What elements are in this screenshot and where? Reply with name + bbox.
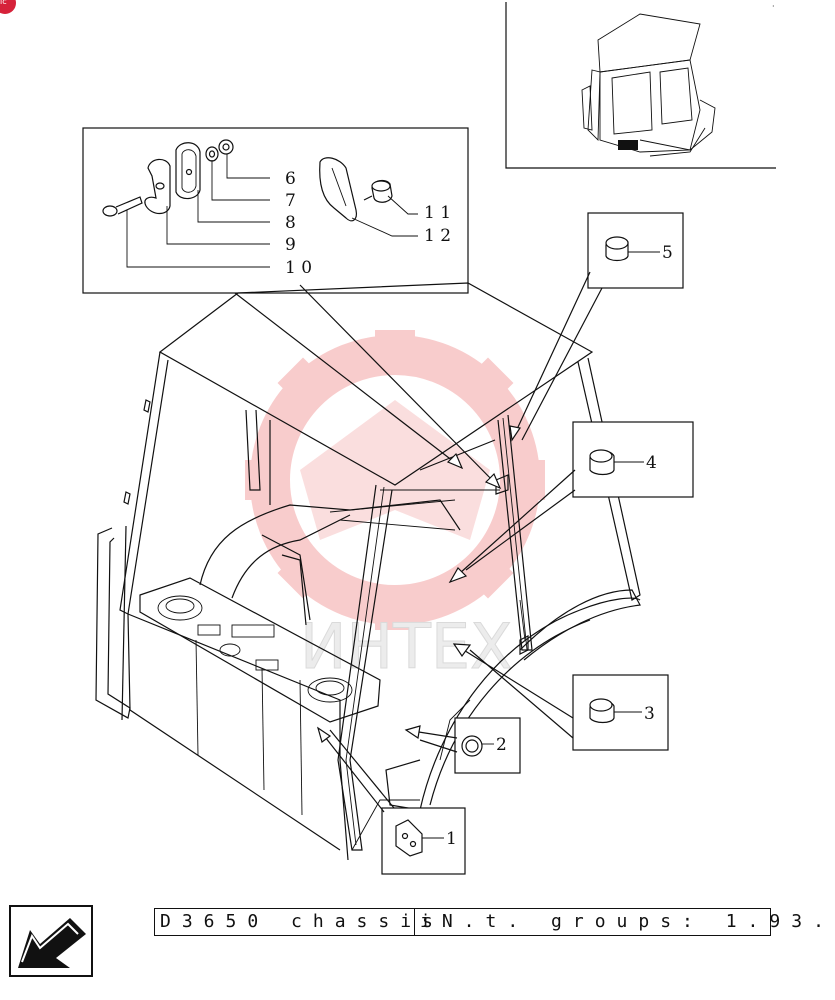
callout-2: 2 <box>496 735 507 755</box>
footer-groups-text: iN.t. groups: 1.93. <box>420 911 835 932</box>
callout-box-2 <box>404 717 521 774</box>
callout-box-5 <box>509 212 684 442</box>
callout-9: 9 <box>285 235 296 255</box>
thumbnail-cab-view <box>505 2 776 169</box>
callout-8: 8 <box>285 213 296 233</box>
corner-mark: · <box>772 2 775 11</box>
watermark-text: ИНТЕХ <box>300 610 513 683</box>
bushing-icon <box>363 179 393 203</box>
callout-box-4 <box>448 421 694 584</box>
callout-3: 3 <box>644 704 655 724</box>
callout-box-1 <box>316 726 466 875</box>
footer-model-text: D3650 chassis <box>160 911 444 932</box>
logo-badge-text: ic <box>0 0 7 6</box>
cab-exploded-diagram: ИНТЕХ <box>9 2 776 977</box>
hook-bracket-icon <box>144 158 171 215</box>
gasket-icon <box>175 142 201 200</box>
callout-6: 6 <box>285 169 296 189</box>
arrow-left-down-icon[interactable] <box>9 905 93 977</box>
callout-5: 5 <box>662 243 673 263</box>
callout-12: 1 2 <box>424 226 451 246</box>
callout-7: 7 <box>285 191 296 211</box>
nut-icon <box>218 139 234 155</box>
callout-11: 1 1 <box>424 203 451 223</box>
cab-drawing <box>95 282 641 861</box>
parts-inset-box <box>82 127 469 294</box>
inset-leader-arrows <box>234 284 502 490</box>
callout-4: 4 <box>646 453 657 473</box>
mirror-bracket-icon <box>319 157 357 222</box>
watermark-gear-icon <box>245 330 545 630</box>
callout-10: 1 0 <box>285 258 312 278</box>
callout-1: 1 <box>446 829 457 849</box>
washer-icon <box>205 146 219 162</box>
screw-icon <box>102 196 143 217</box>
callout-box-3 <box>452 643 669 751</box>
logo-badge: ic <box>0 0 16 14</box>
footer-info-bar <box>154 908 771 936</box>
footer-divider <box>414 908 416 936</box>
